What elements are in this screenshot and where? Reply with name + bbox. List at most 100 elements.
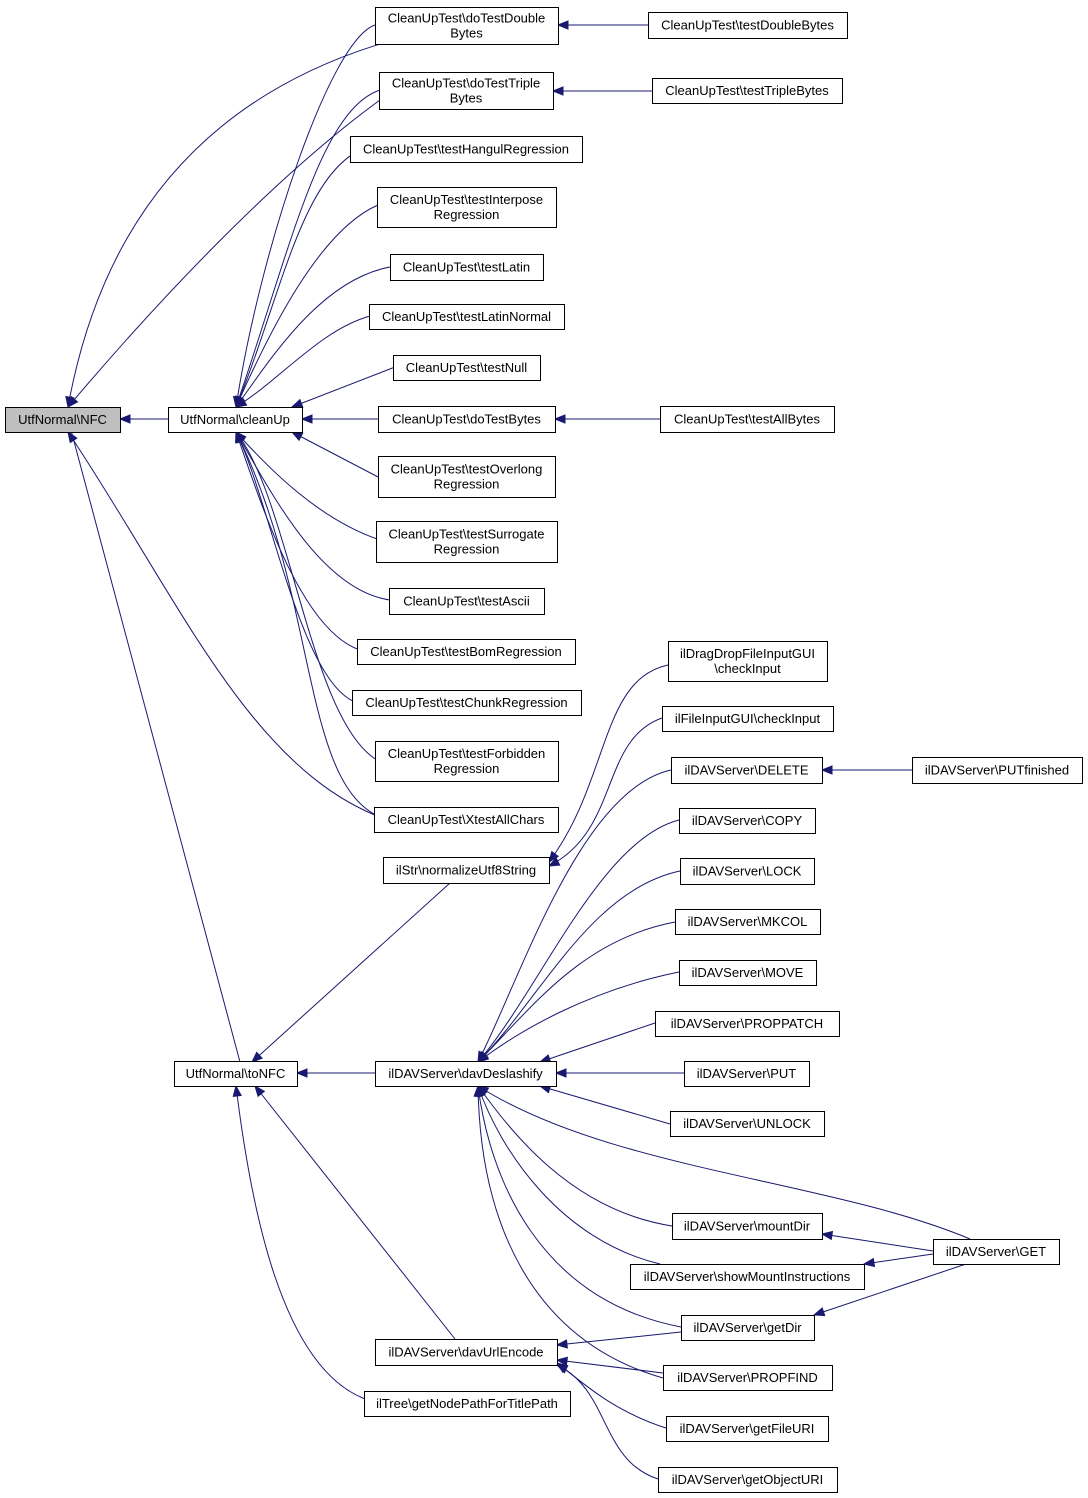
edge-testAscii-to-cleanUp [235, 431, 391, 601]
node-label: ilDAVServer\mountDir [684, 1219, 811, 1234]
node-davDeslashify[interactable]: ilDAVServer\davDeslashify [375, 1061, 557, 1087]
edge-davUrlEncode-to-toNFC [254, 1085, 456, 1340]
node-box [679, 808, 816, 834]
node-davLock[interactable]: ilDAVServer\LOCK [680, 858, 815, 885]
node-label: ilDragDropFileInputGUI [680, 646, 815, 661]
node-box [675, 909, 821, 935]
node-label: CleanUpTest\testTripleBytes [665, 83, 829, 98]
node-getObjectUri[interactable]: ilDAVServer\getObjectURI [658, 1467, 838, 1493]
node-label: CleanUpTest\testDoubleBytes [661, 18, 834, 33]
node-box [658, 1467, 838, 1493]
node-label: ilDAVServer\getDir [693, 1320, 802, 1335]
node-label: ilDAVServer\PUTfinished [925, 763, 1069, 778]
edge-davGet-to-showMount [863, 1253, 934, 1265]
node-testChunk[interactable]: CleanUpTest\testChunkRegression [352, 690, 582, 716]
node-label: Regression [434, 761, 500, 776]
node-testHangul[interactable]: CleanUpTest\testHangulRegression [350, 136, 583, 163]
node-davCopy[interactable]: ilDAVServer\COPY [679, 808, 816, 834]
node-label: CleanUpTest\doTestDouble [388, 11, 546, 26]
edge-davLock-to-davDeslashify [477, 870, 681, 1063]
node-box [352, 690, 582, 716]
node-box [383, 857, 550, 884]
edge-doTestDoubleBytes-to-nfc [67, 43, 381, 408]
node-doTestBytes[interactable]: CleanUpTest\doTestBytes [378, 406, 556, 433]
arrowhead-cleanUp [290, 398, 304, 408]
node-box [393, 355, 541, 381]
node-putFinished[interactable]: ilDAVServer\PUTfinished [912, 757, 1083, 784]
edge-getObjectUri-to-davUrlEncode [556, 1364, 659, 1480]
arrowhead-davDeslashify [473, 1084, 483, 1097]
node-testLatin[interactable]: CleanUpTest\testLatin [390, 254, 544, 281]
node-label: UtfNormal\cleanUp [180, 412, 290, 427]
node-toNFC[interactable]: UtfNormal\toNFC [174, 1061, 298, 1087]
arrowhead-doTestBytes [553, 414, 566, 424]
edge-davMkcol-to-davDeslashify [477, 921, 676, 1063]
node-label: ilTree\getNodePathForTitlePath [376, 1396, 558, 1411]
node-davUnlock[interactable]: ilDAVServer\UNLOCK [670, 1111, 825, 1137]
node-propfind[interactable]: ilDAVServer\PROPFIND [663, 1365, 833, 1391]
node-normalizeUtf8[interactable]: ilStr\normalizeUtf8String [383, 857, 550, 884]
arrowhead-davDelete [820, 765, 833, 775]
edge-xtestAllChars-to-nfc [67, 431, 386, 820]
edge-testLatin-to-cleanUp [235, 266, 391, 408]
node-showMount[interactable]: ilDAVServer\showMountInstructions [630, 1264, 865, 1290]
node-cleanUp[interactable]: UtfNormal\cleanUp [168, 407, 303, 433]
node-davDelete[interactable]: ilDAVServer\DELETE [671, 757, 823, 784]
arrowhead-davDeslashify [554, 1068, 567, 1078]
node-label: CleanUpTest\testAscii [403, 594, 530, 609]
node-testTripleBytes[interactable]: CleanUpTest\testTripleBytes [652, 78, 843, 104]
node-label: ilDAVServer\getFileURI [680, 1421, 815, 1436]
arrowhead-getDir [812, 1307, 826, 1317]
node-davProppatch[interactable]: ilDAVServer\PROPPATCH [655, 1011, 840, 1037]
node-davGet[interactable]: ilDAVServer\GET [933, 1239, 1060, 1265]
node-label: ilDAVServer\PROPPATCH [671, 1016, 823, 1031]
edge-testNull-to-cleanUp [291, 366, 396, 408]
edge-doTestDoubleBytes-to-cleanUp [235, 24, 376, 408]
node-davMkcol[interactable]: ilDAVServer\MKCOL [675, 909, 821, 935]
node-davPut[interactable]: ilDAVServer\PUT [684, 1061, 810, 1087]
node-box [390, 254, 544, 281]
node-mountDir[interactable]: ilDAVServer\mountDir [672, 1213, 823, 1240]
arrowhead-doTestTripleBytes [551, 86, 564, 96]
node-label: CleanUpTest\testBomRegression [370, 644, 561, 659]
node-label: CleanUpTest\testSurrogate [388, 527, 544, 542]
node-davMove[interactable]: ilDAVServer\MOVE [679, 960, 817, 986]
node-getNodePath[interactable]: ilTree\getNodePathForTitlePath [364, 1391, 571, 1417]
node-layer: UtfNormal\NFC UtfNormal\cleanUpUtfNormal\… [5, 7, 1083, 1493]
node-getDir[interactable]: ilDAVServer\getDir [681, 1315, 815, 1341]
arrowhead-doTestDoubleBytes [556, 20, 569, 30]
arrowhead-cleanUp [235, 430, 245, 444]
arrowhead-nfc [67, 430, 78, 444]
node-testAllBytes[interactable]: CleanUpTest\testAllBytes [660, 406, 835, 433]
edge-davProppatch-to-davDeslashify [539, 1022, 656, 1063]
node-fileInput[interactable]: ilFileInputGUI\checkInput [662, 706, 834, 732]
edge-xtestAllChars-to-cleanUp [235, 431, 386, 820]
arrowhead-toNFC [251, 1051, 263, 1063]
node-box [660, 406, 835, 433]
node-nfc[interactable]: UtfNormal\NFC [5, 407, 121, 433]
node-getFileUri[interactable]: ilDAVServer\getFileURI [666, 1416, 829, 1442]
node-testAscii[interactable]: CleanUpTest\testAscii [389, 588, 545, 615]
edge-showMount-to-davDeslashify [477, 1085, 661, 1265]
node-testBom[interactable]: CleanUpTest\testBomRegression [357, 639, 576, 665]
node-box [379, 72, 554, 110]
node-davUrlEncode[interactable]: ilDAVServer\davUrlEncode [375, 1339, 558, 1366]
edge-dragDrop-to-normalizeUtf8 [548, 664, 669, 863]
node-box [375, 7, 559, 45]
edge-davGet-to-mountDir [821, 1233, 934, 1252]
arrowhead-cleanUp [234, 397, 248, 408]
node-xtestAllChars[interactable]: CleanUpTest\XtestAllChars [374, 807, 559, 833]
node-dragDrop[interactable]: ilDragDropFileInputGUI\checkInput [668, 641, 828, 682]
node-label: Bytes [450, 26, 483, 41]
arrowhead-toNFC [254, 1084, 266, 1098]
node-testLatinNormal[interactable]: CleanUpTest\testLatinNormal [369, 304, 565, 330]
node-testNull[interactable]: CleanUpTest\testNull [393, 355, 541, 381]
node-label: ilDAVServer\showMountInstructions [644, 1269, 851, 1284]
node-testDoubleBytes[interactable]: CleanUpTest\testDoubleBytes [648, 12, 848, 39]
